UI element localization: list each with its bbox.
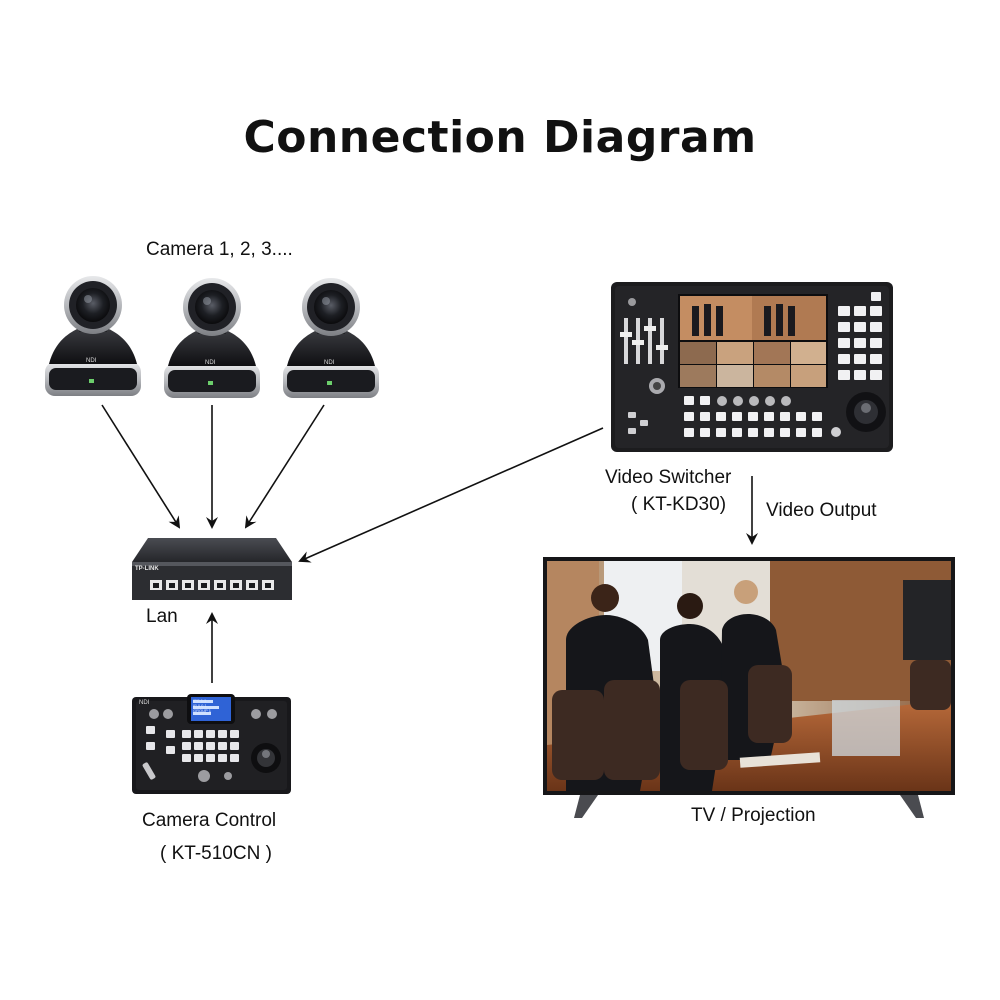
ptz-camera-2 (164, 278, 260, 398)
arrow-camera3-to-lan (244, 404, 325, 529)
controller-screen-line-1: IPC 1.1 (193, 698, 207, 703)
arrow-camera1-to-lan (101, 404, 181, 529)
camera-2-brand-mark: NDI (205, 360, 216, 366)
camera-controller-device (132, 694, 291, 794)
switcher-preview-tiles (680, 296, 826, 387)
camera-3-brand-mark: NDI (324, 360, 335, 366)
page-title: Connection Diagram (243, 112, 757, 163)
controller-screen-line-3: GROUP 1 (193, 708, 211, 713)
tv-projection-label: TV / Projection (691, 805, 816, 826)
camera-1-brand-mark: NDI (86, 358, 97, 364)
arrow-switcher-to-lan (298, 427, 604, 563)
video-switcher-label: Video Switcher (605, 467, 732, 488)
tv-display (543, 557, 955, 818)
video-switcher-device (611, 282, 893, 452)
network-switch (132, 538, 292, 600)
ptz-camera-3 (283, 278, 379, 398)
controller-screen-text: IPC 1.1 IP 0 0 1 GROUP 1 (193, 698, 211, 713)
video-switcher-model: ( KT-KD30) (631, 494, 727, 515)
controller-screen-line-2: IP 0 0 1 (193, 703, 207, 708)
lan-label: Lan (146, 606, 178, 627)
ptz-camera-1 (45, 276, 141, 396)
camera-control-label: Camera Control (142, 810, 277, 831)
video-output-label: Video Output (766, 500, 877, 521)
switch-brand-mark: TP-LINK (135, 566, 159, 572)
controller-brand-mark: NDI (139, 700, 150, 706)
connection-arrows (101, 404, 758, 683)
camera-control-model: ( KT-510CN ) (160, 843, 272, 864)
cameras-label: Camera 1, 2, 3.... (146, 239, 293, 260)
